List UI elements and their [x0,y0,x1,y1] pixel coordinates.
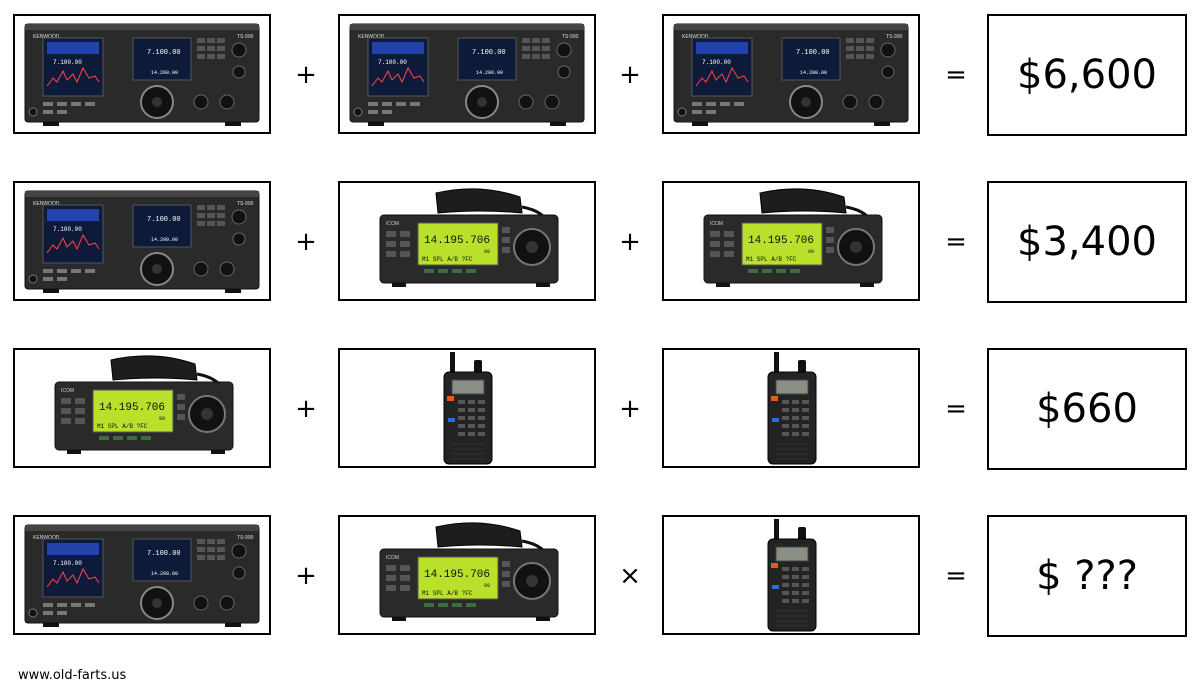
equals-sign: = [945,60,967,90]
handheld-radio-tile [662,348,920,468]
plus-sign: + [619,227,641,257]
mobile-transceiver-icon: ICOM 14.195.706 99 M1 SPL A/B ?FC [379,522,559,621]
handheld-radio-icon [767,519,817,632]
multiply-sign: × [619,561,641,591]
svg-text:14.195.706: 14.195.706 [99,402,165,414]
svg-text:M1 SPL A/B ?FC: M1 SPL A/B ?FC [746,256,797,263]
svg-text:7.100.00: 7.100.00 [147,49,181,57]
svg-text:7.100.00: 7.100.00 [147,216,181,224]
svg-text:99: 99 [808,249,814,255]
price-result: $ ??? [987,515,1187,637]
svg-text:TS-990: TS-990 [562,34,579,40]
plus-sign: + [295,227,317,257]
svg-text:TS-990: TS-990 [237,201,254,207]
svg-text:7.100.00: 7.100.00 [53,226,82,233]
large-hf-transceiver-icon: KENWOOD TS-990 7.100.00 7.100.00 14.200.… [24,23,260,126]
svg-text:TS-990: TS-990 [886,34,903,40]
svg-text:14.195.706: 14.195.706 [748,235,814,247]
large-hf-transceiver-icon: KENWOOD TS-990 7.100.00 7.100.00 14.200.… [24,190,260,293]
svg-text:99: 99 [484,249,490,255]
equation-row: KENWOOD TS-990 7.100.00 7.100.00 14.200.… [0,181,1201,303]
plus-sign: + [295,394,317,424]
svg-text:KENWOOD: KENWOOD [682,34,709,40]
plus-sign: + [295,60,317,90]
svg-text:ICOM: ICOM [386,555,399,561]
mobile-transceiver-tile: ICOM 14.195.706 99 M1 SPL A/B ?FC [662,181,920,301]
large-hf-transceiver-icon: KENWOOD TS-990 7.100.00 7.100.00 14.200.… [349,23,585,126]
large-hf-transceiver-tile: KENWOOD TS-990 7.100.00 7.100.00 14.200.… [662,14,920,134]
price-result: $660 [987,348,1187,470]
plus-sign: + [619,394,641,424]
mobile-transceiver-icon: ICOM 14.195.706 99 M1 SPL A/B ?FC [703,188,883,287]
svg-text:99: 99 [484,583,490,589]
price-result: $3,400 [987,181,1187,303]
svg-text:ICOM: ICOM [386,221,399,227]
mobile-transceiver-tile: ICOM 14.195.706 99 M1 SPL A/B ?FC [13,348,271,468]
svg-text:7.100.00: 7.100.00 [796,49,830,57]
svg-text:KENWOOD: KENWOOD [33,201,60,207]
svg-text:7.100.00: 7.100.00 [147,550,181,558]
mobile-transceiver-tile: ICOM 14.195.706 99 M1 SPL A/B ?FC [338,515,596,635]
svg-text:ICOM: ICOM [710,221,723,227]
large-hf-transceiver-icon: KENWOOD TS-990 7.100.00 7.100.00 14.200.… [673,23,909,126]
svg-text:7.100.00: 7.100.00 [472,49,506,57]
mobile-transceiver-icon: ICOM 14.195.706 99 M1 SPL A/B ?FC [379,188,559,287]
svg-text:7.100.00: 7.100.00 [53,560,82,567]
svg-text:7.100.00: 7.100.00 [378,59,407,66]
mobile-transceiver-icon: ICOM 14.195.706 99 M1 SPL A/B ?FC [54,355,234,454]
handheld-radio-icon [767,352,817,465]
mobile-transceiver-tile: ICOM 14.195.706 99 M1 SPL A/B ?FC [338,181,596,301]
svg-text:KENWOOD: KENWOOD [33,34,60,40]
large-hf-transceiver-tile: KENWOOD TS-990 7.100.00 7.100.00 14.200.… [13,181,271,301]
handheld-radio-tile [662,515,920,635]
svg-text:14.200.00: 14.200.00 [151,571,178,577]
handheld-radio-icon [443,352,493,465]
large-hf-transceiver-icon: KENWOOD TS-990 7.100.00 7.100.00 14.200.… [24,524,260,627]
svg-text:14.200.00: 14.200.00 [800,70,827,76]
plus-sign: + [619,60,641,90]
svg-text:14.195.706: 14.195.706 [424,235,490,247]
svg-text:M1 SPL A/B ?FC: M1 SPL A/B ?FC [97,423,148,430]
svg-text:M1 SPL A/B ?FC: M1 SPL A/B ?FC [422,256,473,263]
svg-text:99: 99 [159,416,165,422]
site-url: www.old-farts.us [18,668,127,683]
price-result: $6,600 [987,14,1187,136]
svg-text:M1 SPL A/B ?FC: M1 SPL A/B ?FC [422,590,473,597]
svg-text:ICOM: ICOM [61,388,74,394]
large-hf-transceiver-tile: KENWOOD TS-990 7.100.00 7.100.00 14.200.… [338,14,596,134]
large-hf-transceiver-tile: KENWOOD TS-990 7.100.00 7.100.00 14.200.… [13,515,271,635]
plus-sign: + [295,561,317,591]
svg-text:7.100.00: 7.100.00 [53,59,82,66]
handheld-radio-tile [338,348,596,468]
svg-text:7.100.00: 7.100.00 [702,59,731,66]
equals-sign: = [945,561,967,591]
svg-text:KENWOOD: KENWOOD [33,535,60,541]
svg-text:KENWOOD: KENWOOD [358,34,385,40]
svg-text:14.200.00: 14.200.00 [476,70,503,76]
equals-sign: = [945,394,967,424]
equation-row: ICOM 14.195.706 99 M1 SPL A/B ?FC [0,348,1201,470]
svg-text:TS-990: TS-990 [237,34,254,40]
svg-text:14.200.00: 14.200.00 [151,237,178,243]
svg-text:TS-990: TS-990 [237,535,254,541]
large-hf-transceiver-tile: KENWOOD TS-990 7.100.00 7.100.00 14.200.… [13,14,271,134]
equals-sign: = [945,227,967,257]
equation-row: KENWOOD TS-990 7.100.00 7.100.00 14.200.… [0,515,1201,637]
svg-text:14.195.706: 14.195.706 [424,569,490,581]
equation-row: KENWOOD TS-990 7.100.00 7.100.00 14.200.… [0,14,1201,136]
svg-text:14.200.00: 14.200.00 [151,70,178,76]
